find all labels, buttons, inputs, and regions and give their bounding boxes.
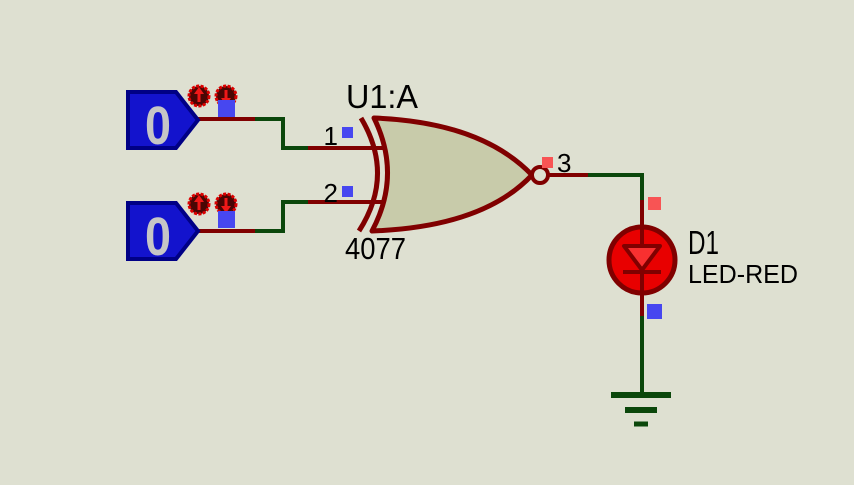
- logic-state-body[interactable]: [126, 201, 201, 261]
- logic-input-2[interactable]: 0: [126, 192, 238, 267]
- pin-1-label: 1: [324, 121, 338, 151]
- down-arrow-icon: [221, 206, 231, 213]
- pin-3-label: 3: [557, 148, 571, 178]
- diode-triangle: [622, 244, 662, 272]
- up-arrow-icon: [194, 195, 204, 202]
- pin2-logic-low-indicator: [342, 186, 353, 197]
- gate-reference-label: U1:A: [346, 78, 418, 115]
- xor-input-arc: [356, 116, 380, 233]
- pin-2-label: 2: [324, 178, 338, 208]
- led-d1[interactable]: D1 LED-RED: [606, 197, 798, 319]
- wire-gate-to-led[interactable]: [548, 173, 644, 230]
- wire-input1-to-gate[interactable]: [197, 117, 390, 150]
- cathode-logic-low-indicator: [647, 304, 662, 319]
- wire-input2-to-gate[interactable]: [197, 200, 390, 233]
- wire-segment[interactable]: [588, 173, 644, 201]
- led-part-label: LED-RED: [688, 259, 798, 289]
- led-reference-label: D1: [688, 224, 719, 261]
- logic-low-indicator: [218, 100, 235, 117]
- wire-segment[interactable]: [255, 117, 310, 150]
- logic-input-1[interactable]: 0: [126, 84, 238, 156]
- anode-logic-high-indicator: [648, 197, 661, 210]
- gate-part-label: 4077: [345, 231, 406, 266]
- logic-state-value: 0: [145, 96, 171, 156]
- inversion-bubble: [530, 165, 550, 185]
- logic-state-value: 0: [145, 207, 171, 267]
- gate-body[interactable]: [369, 115, 535, 234]
- up-arrow-icon: [194, 87, 204, 94]
- wire-segment[interactable]: [255, 200, 310, 233]
- pin1-logic-low-indicator: [342, 127, 353, 138]
- xnor-gate[interactable]: U1:A 4077 1 2 3: [324, 78, 572, 266]
- pin3-logic-high-indicator: [542, 157, 553, 168]
- logic-low-indicator: [218, 211, 235, 228]
- logic-state-body[interactable]: [126, 90, 201, 150]
- ground-symbol[interactable]: [611, 392, 671, 427]
